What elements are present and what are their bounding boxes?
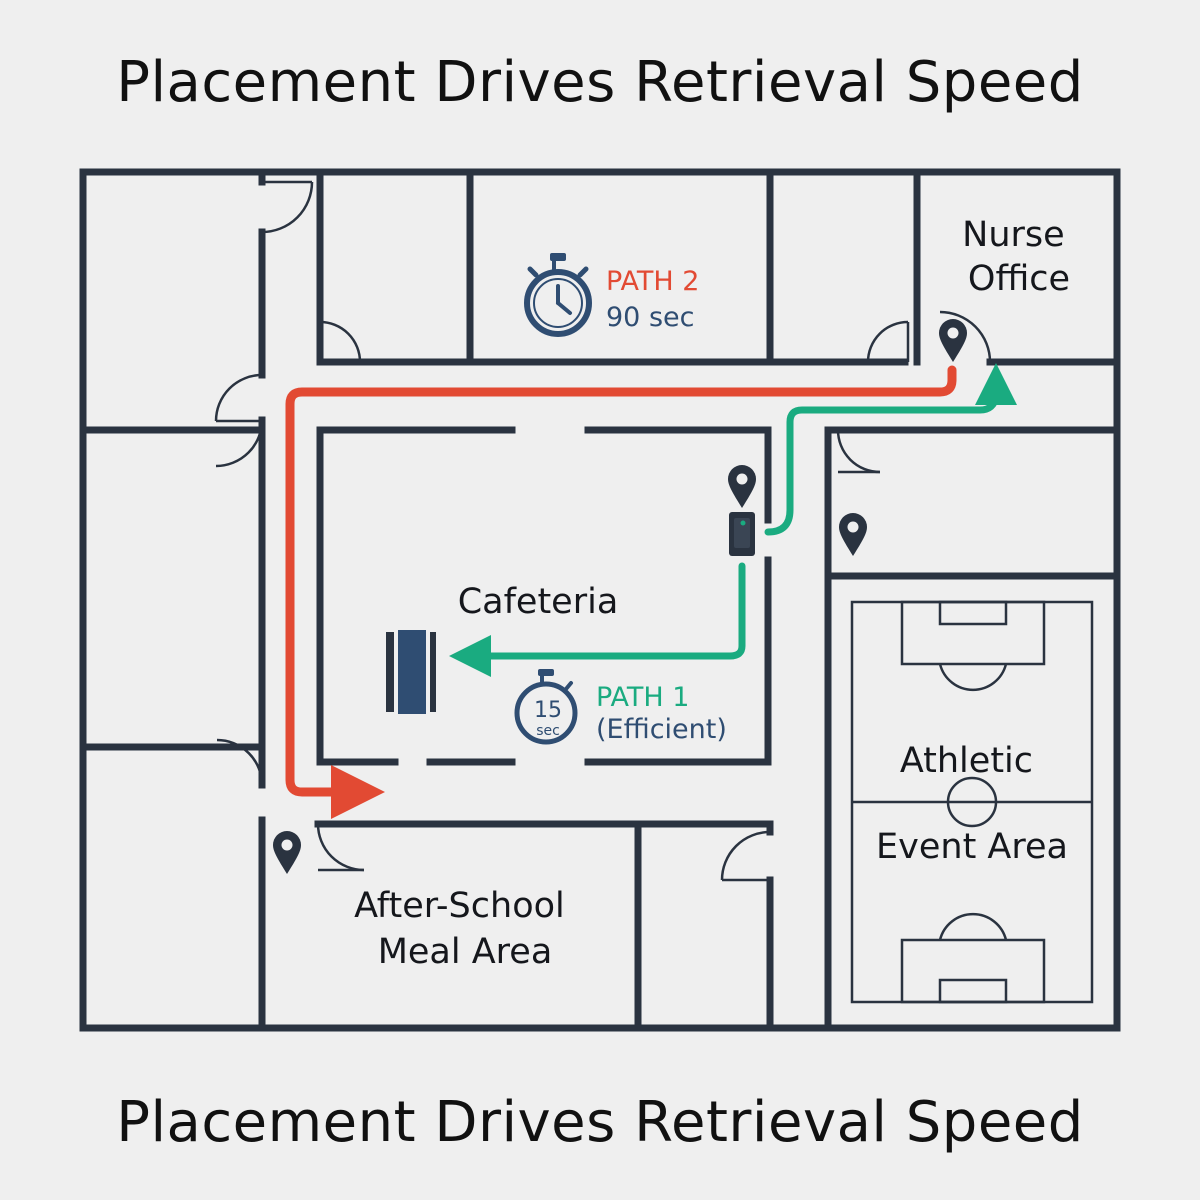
map-pin-icon[interactable] bbox=[939, 319, 967, 362]
path-1-note: (Efficient) bbox=[596, 714, 727, 745]
athletic-field bbox=[850, 600, 1094, 1004]
room-label-after-school: After-School Meal Area bbox=[354, 886, 576, 972]
path-2-route bbox=[285, 365, 957, 819]
map-pin-icon[interactable] bbox=[839, 513, 867, 556]
page-title: Placement Drives Retrieval Speed bbox=[116, 50, 1084, 115]
footer-title: Placement Drives Retrieval Speed bbox=[116, 1090, 1084, 1155]
path-1-label: PATH 1 bbox=[596, 682, 690, 713]
stopwatch-icon bbox=[524, 253, 592, 337]
map-pin-icon[interactable] bbox=[273, 831, 301, 874]
stopwatch-icon: 15 sec bbox=[514, 669, 578, 745]
aed-device-icon[interactable] bbox=[729, 512, 755, 556]
timer-unit: sec bbox=[536, 723, 560, 739]
walls bbox=[79, 168, 1121, 1032]
cabinet-icon[interactable] bbox=[386, 630, 436, 714]
timer-number: 15 bbox=[534, 698, 562, 723]
path-2-label: PATH 2 bbox=[606, 266, 700, 297]
room-label-cafeteria: Cafeteria bbox=[458, 582, 619, 622]
room-label-athletic: Athletic Event Area bbox=[876, 741, 1068, 867]
doors bbox=[214, 180, 992, 882]
path-1-route bbox=[764, 363, 1017, 536]
path-2-time: 90 sec bbox=[606, 302, 694, 333]
map-pin-icon[interactable] bbox=[728, 465, 756, 508]
path-1-route-to-cabinet bbox=[449, 562, 746, 677]
room-label-nurse-office: Nurse Office bbox=[962, 215, 1076, 299]
